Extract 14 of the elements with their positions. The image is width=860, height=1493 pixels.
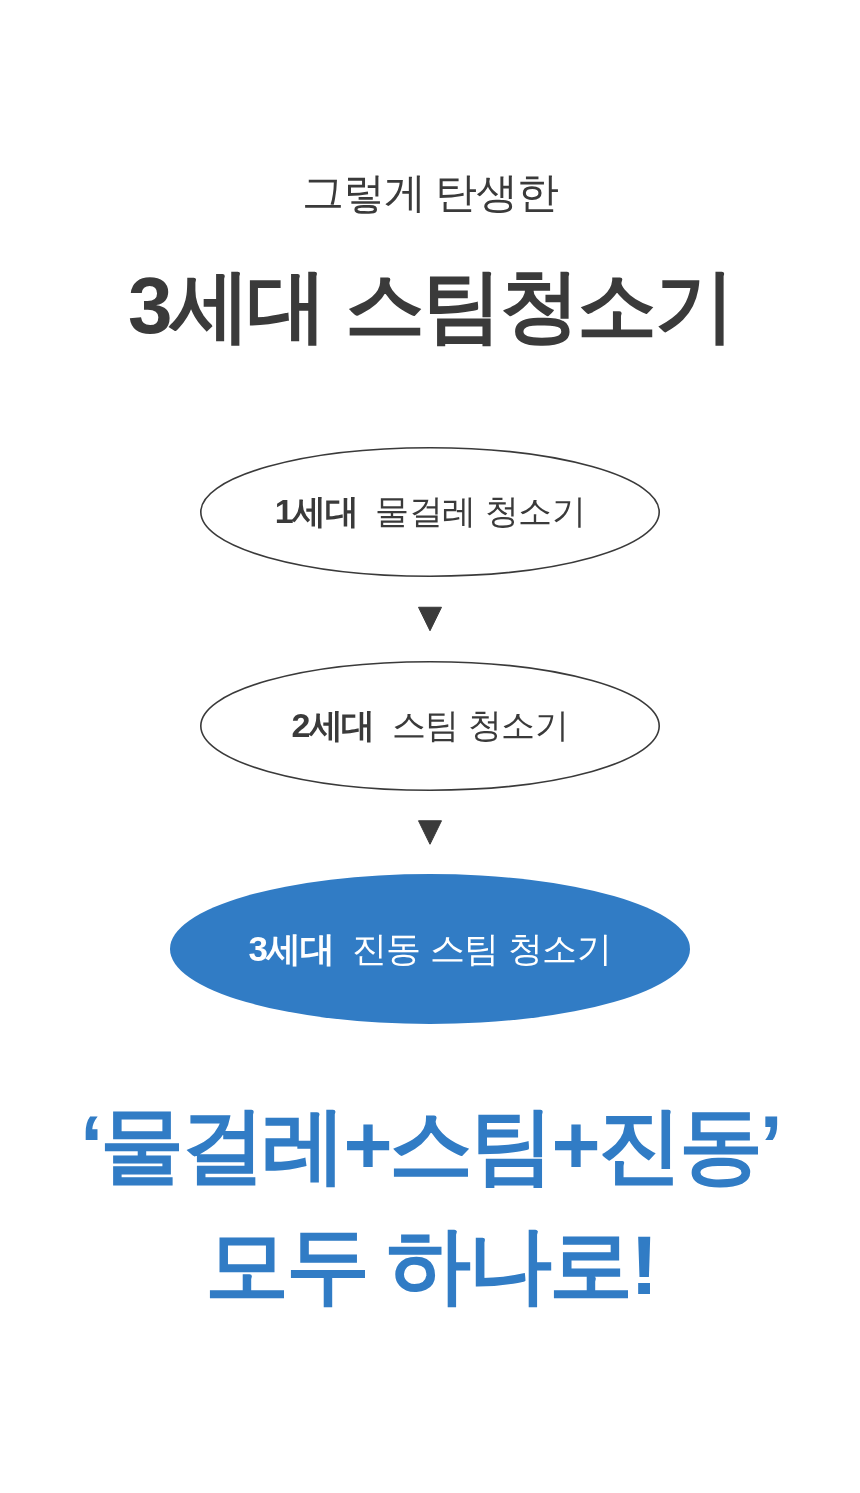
subtitle: 그렇게 탄생한 — [301, 168, 559, 218]
down-arrow — [418, 820, 442, 845]
down-arrow — [418, 606, 442, 632]
stage-ellipse — [200, 447, 660, 577]
stage-ellipse — [170, 874, 690, 1024]
cleaner-type-label: 진동 스팀 청소기 — [351, 928, 612, 970]
title: 3세대 스팀청소기 — [127, 260, 733, 352]
cleaner-type-label: 물걸레 청소기 — [375, 492, 586, 532]
generation-label: 3세대 — [248, 928, 334, 970]
generation-label: 1세대 — [274, 492, 358, 532]
cleaner-type-label: 스팀 청소기 — [392, 706, 569, 746]
generation-label: 2세대 — [291, 706, 374, 746]
slogan-headline: ‘물걸레+스팀+진동’ 모두 하나로! — [79, 1097, 781, 1314]
stage-ellipse — [200, 661, 660, 791]
